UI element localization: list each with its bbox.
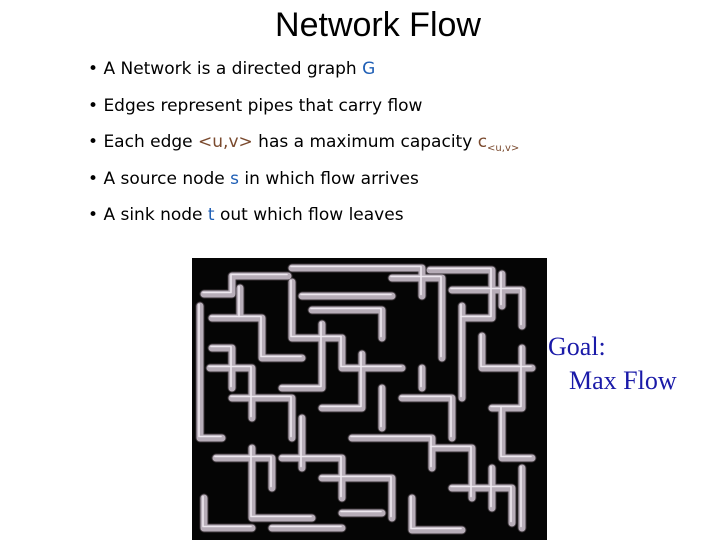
pipe-segment [448,286,526,330]
source-symbol: s [230,168,240,189]
pipe-segment [211,453,277,493]
pipe-segment [308,306,386,342]
pipe-segment [347,433,437,473]
pipe-segment [227,393,297,443]
pipe-segment [348,434,436,472]
pipe-segment [480,333,532,368]
pipe-segment [450,287,522,326]
pipe-segment [196,302,226,442]
pipe-segment [248,444,316,522]
pipe-segment [278,320,326,392]
pipe-segment [212,454,276,492]
pipe-segment [202,273,288,294]
goal-value: Max Flow [569,366,677,395]
goal-label: Goal: [548,332,606,361]
pipe-segment [200,494,256,532]
bullet-network: • A Network is a directed graph G [88,59,376,79]
pipe-segment [478,332,536,372]
graph-symbol: G [362,59,376,79]
pipe-segment [202,495,252,528]
pipe-segment [210,345,232,388]
pipe-segment [388,274,446,362]
pipe-segment [228,394,296,442]
pipe-segment [428,444,476,502]
pipe-segment [320,351,362,408]
pipe-segment [337,333,407,373]
pipe-segment [208,365,252,418]
pipe-segment [200,272,292,298]
pipe-segment [310,307,382,338]
pipe-segment [410,495,462,530]
bullet-source: • A source node s in which flow arrives [88,168,419,189]
pipe-segment [199,493,257,533]
pipe-segment [290,265,422,296]
slide-title: Network Flow [275,6,481,44]
pipe-segment [290,279,342,338]
pipe-maze-picture [192,258,547,540]
pipe-segment [487,343,527,413]
pipe-segment [400,395,452,438]
bullet-capacity: • Each edge <u,v> has a maximum capacity… [88,132,520,154]
pipe-segment [497,403,537,463]
pipe-segment [250,445,312,518]
goal-text: Goal: Max Flow [548,330,677,398]
pipe-maze-drawing [195,263,537,535]
pipe-segment [230,395,292,438]
pipe-segment [338,334,406,372]
pipe-segment [320,475,392,518]
pipe-segment [208,344,236,392]
capacity-symbol: c<u,v> [477,132,520,154]
pipe-segment [430,445,472,498]
pipe-segment [500,405,532,458]
pipe-segment [397,393,457,443]
pipe-segment [408,494,466,534]
capacity-subscript: <u,v> [487,143,520,154]
pipe-segment [407,493,467,535]
pipe-segment [288,264,426,300]
pipe-segment [450,485,512,523]
pipe-segment [387,273,447,363]
bullet-edges: • Edges represent pipes that carry flow [88,95,423,116]
pipe-segment [210,315,302,358]
edge-symbol: <u,v> [198,132,253,152]
pipe-segment [318,350,366,412]
pipe-segment [498,404,536,462]
pipe-segment [398,394,456,442]
pipe-segment [214,455,272,488]
pipe-segment [350,435,432,468]
pipe-segment [426,266,496,322]
pipe-segment [490,345,522,408]
bullet-sink: • A sink node t out which flow leaves [88,205,404,225]
pipe-segment [340,335,402,368]
pipe-segment [428,267,492,318]
pipe-segment [280,321,322,388]
pipe-segment [318,474,396,522]
pipe-segment [447,483,517,528]
sink-symbol: t [207,205,215,225]
bullet-list: • A Network is a directed graph G • Edge… [88,58,519,241]
pipe-segment [448,484,516,527]
pipe-segment [390,275,442,358]
pipe-segment [198,303,222,438]
